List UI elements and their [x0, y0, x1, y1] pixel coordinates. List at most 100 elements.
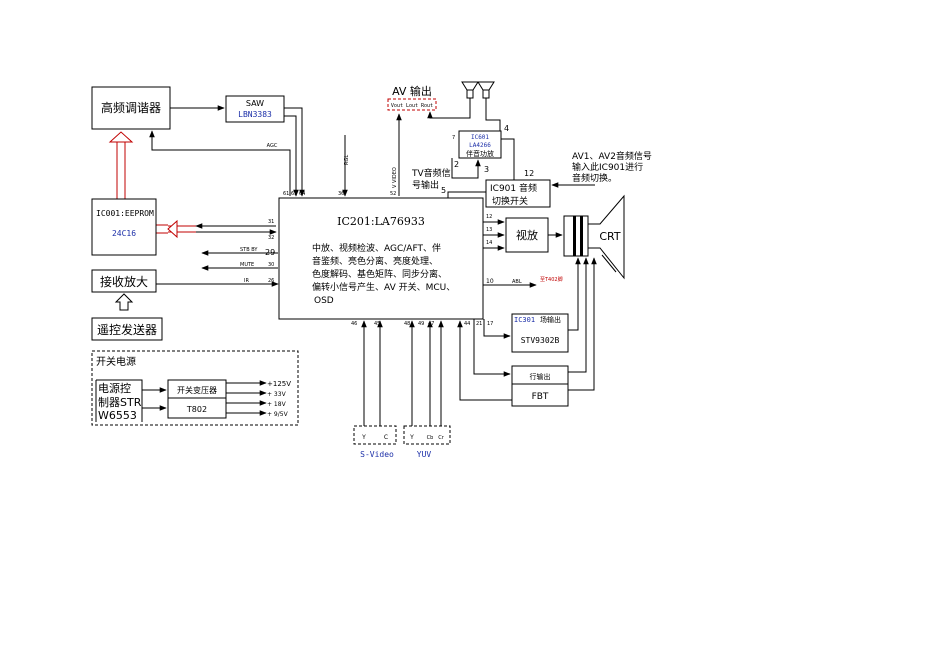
fbt-label: FBT	[532, 392, 549, 402]
rgb-pin: 14	[486, 240, 492, 246]
audio-switch-name: 切换开关	[492, 195, 528, 207]
yuv-pin: Cb	[427, 435, 434, 441]
svideo-pin: C	[384, 434, 388, 441]
mute-signal-label: MUTE	[240, 262, 254, 268]
pin-bottom: 49	[418, 321, 424, 327]
psu-transformer-part: T802	[186, 405, 207, 414]
pin-bottom: 44	[464, 321, 470, 327]
amp-pin: 3	[484, 165, 489, 174]
saw-part: LBN3383	[238, 110, 272, 119]
audio-switch-block: IC901 音频 切换开关	[485, 179, 551, 208]
ir-signal-label: IR	[244, 278, 249, 284]
av-out-ports: Vout Lout Rout	[391, 103, 433, 109]
video-amp-block: 视放	[505, 217, 549, 253]
pin-sda: 31	[268, 219, 274, 225]
audio-amp-block: IC601 LA4266 伴音功放	[458, 130, 502, 159]
psu-transformer-title: 开关变压器	[177, 385, 217, 395]
pin-scl: 32	[268, 235, 274, 241]
vertical-part: STV9302B	[521, 336, 560, 345]
psu-output: + 9/5V	[267, 411, 289, 418]
pin-top: 64	[299, 191, 305, 197]
receiver-label: 接收放大	[100, 274, 148, 289]
vertical-name: 场输出	[540, 315, 561, 324]
rgb-pin: 12	[486, 214, 492, 220]
main-ic-desc-line: OSD	[314, 296, 334, 306]
main-ic-title: IC201:LA76933	[337, 215, 425, 228]
pin-stb: 29	[265, 248, 275, 257]
abl-signal-label: ABL	[512, 279, 522, 285]
av-audio-note: AV1、AV2音频信号	[572, 150, 652, 162]
pin-bottom: 46	[351, 321, 357, 327]
psu-controller-line: 电源控	[98, 381, 131, 395]
remote-label: 遥控发送器	[97, 322, 157, 337]
video-amp-label: 视放	[516, 228, 538, 242]
pin-bottom: 48	[404, 321, 410, 327]
abl-target: 至T402脚	[540, 276, 563, 283]
eeprom-block: IC001:EEPROM 24C16	[91, 198, 157, 256]
psu-transformer-block: 开关变压器 T802	[167, 379, 227, 419]
horizontal-output-block: 行输出 FBT	[511, 365, 569, 407]
av-audio-note: 输入此IC901进行	[572, 161, 643, 173]
pin-bottom: 45	[374, 321, 380, 327]
stb-signal-label: STB BY	[240, 247, 258, 253]
eeprom-title: IC001:EEPROM	[96, 209, 154, 218]
svideo-pin: Y	[361, 434, 366, 441]
receiver-block: 接收放大	[91, 269, 157, 293]
svideo-label: S-Video	[360, 450, 394, 459]
pin-top: 63	[291, 191, 297, 197]
pin-bottom: 21	[476, 321, 482, 327]
vertical-output-block: IC301 场输出 STV9302B	[511, 313, 569, 353]
horizontal-name: 行输出	[530, 372, 551, 381]
av-out-title: AV 输出	[392, 84, 432, 98]
vertical-ic: IC301	[514, 316, 535, 324]
audio-switch-ic: IC901 音频	[490, 182, 537, 194]
amp-pin: 2	[454, 160, 459, 169]
amp-pin: 4	[504, 124, 509, 133]
pin-top: 52	[390, 191, 396, 197]
main-ic-desc-line: 音鉴频、亮色分离、亮度处理、	[312, 255, 438, 267]
main-ic-desc-line: 偏转小信号产生、AV 开关、MCU、	[312, 281, 455, 293]
speaker-icon	[477, 81, 495, 111]
tv-audio-note: 号输出	[412, 179, 439, 191]
saw-filter-block: SAW LBN3383	[225, 95, 285, 123]
tv-audio-note: TV音频信	[411, 167, 451, 179]
saw-title: SAW	[246, 99, 264, 108]
speaker-icon	[461, 81, 479, 111]
abl-pin: 10	[486, 278, 494, 285]
yuv-label: YUV	[417, 450, 432, 459]
agc-signal-label: AGC	[267, 143, 278, 149]
audio-amp-ic: IC601	[471, 134, 489, 141]
psu-controller-block: 电源控 制器STR W6553	[95, 379, 143, 422]
pin-ir: 26	[268, 278, 274, 284]
rgb-pin: 13	[486, 227, 492, 233]
av-audio-note: 音频切换。	[572, 172, 617, 184]
main-ic-desc-line: 中放、视频检波、AGC/AFT、伴	[312, 242, 441, 254]
remote-block: 遥控发送器	[91, 317, 163, 341]
pin-bottom: 47	[428, 321, 434, 327]
psu-controller-line: W6553	[98, 409, 137, 422]
tuner-label: 高频调谐器	[101, 100, 161, 115]
psu-output: +125V	[267, 380, 291, 388]
main-ic-desc-line: 色度解码、基色矩阵、同步分离、	[312, 268, 447, 280]
yuv-pin: Cr	[438, 435, 444, 441]
vvideo-signal-label: V VIDEO	[392, 167, 398, 188]
psu-title: 开关电源	[96, 355, 136, 368]
switch-pin: 12	[524, 169, 534, 178]
main-ic-block: IC201:LA76933 中放、视频检波、AGC/AFT、伴 音鉴频、亮色分离…	[278, 197, 484, 320]
rgl-signal-label: RGL	[344, 155, 350, 165]
tuner-block: 高频调谐器	[91, 86, 171, 130]
psu-controller-line: 制器STR	[98, 396, 142, 409]
ir-arrow-icon	[114, 293, 134, 311]
pin-top: 36	[338, 191, 344, 197]
yuv-pin: Y	[409, 434, 414, 441]
crt-label: CRT	[599, 230, 621, 243]
amp-in-pin: 7	[452, 135, 455, 141]
eeprom-part: 24C16	[112, 229, 136, 238]
psu-output: + 18V	[267, 401, 287, 408]
audio-amp-part: LA4266	[469, 142, 491, 149]
switch-pin: 5	[441, 186, 446, 195]
pin-top: 61	[283, 191, 289, 197]
pin-mute: 30	[268, 262, 274, 268]
crt-icon: CRT	[563, 194, 625, 280]
